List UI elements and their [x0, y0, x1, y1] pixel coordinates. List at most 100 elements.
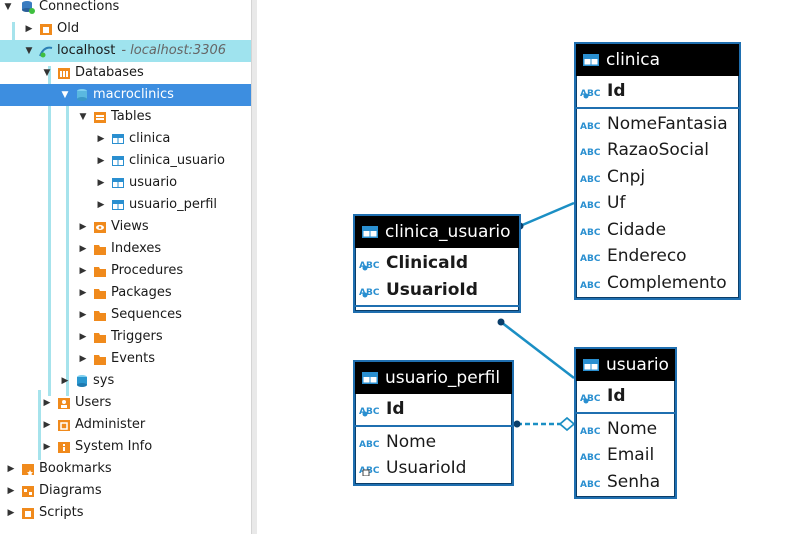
- tree-item-procedures[interactable]: ▶ Procedures: [0, 260, 251, 282]
- tree-label: Bookmarks: [39, 461, 112, 476]
- entity-header[interactable]: usuario: [576, 349, 675, 381]
- relation-clinica-link[interactable]: [519, 201, 575, 228]
- chevron-down-icon[interactable]: ▼: [4, 2, 12, 12]
- chevron-right-icon[interactable]: ▶: [79, 244, 87, 254]
- tree-item-bookmarks[interactable]: ▶ Bookmarks: [0, 458, 251, 480]
- key-text-icon: ABC: [580, 394, 601, 404]
- tree-item-macroclinics[interactable]: ▼ macroclinics: [0, 84, 251, 106]
- chevron-right-icon[interactable]: ▶: [25, 24, 33, 34]
- attribute-row[interactable]: ABC UsuarioId: [355, 277, 519, 304]
- entity-header[interactable]: usuario_perfil: [355, 362, 512, 394]
- attribute-name: Complemento: [607, 272, 727, 293]
- tree-item-administer[interactable]: ▶ Administer: [0, 414, 251, 436]
- attribute-name: UsuarioId: [386, 279, 478, 300]
- attribute-row[interactable]: ABC Uf: [576, 190, 739, 217]
- tree-item-localhost[interactable]: ▼ localhost- localhost:3306: [0, 40, 251, 62]
- chevron-right-icon[interactable]: ▶: [43, 442, 51, 452]
- chevron-right-icon[interactable]: ▶: [97, 200, 105, 210]
- tree-item-packages[interactable]: ▶ Packages: [0, 282, 251, 304]
- attribute-name: NomeFantasia: [607, 113, 728, 134]
- chevron-down-icon[interactable]: ▼: [79, 112, 87, 122]
- attributes-section: [355, 307, 519, 311]
- tree-item-sequences[interactable]: ▶ Sequences: [0, 304, 251, 326]
- chevron-right-icon[interactable]: ▶: [97, 156, 105, 166]
- tree-item-users[interactable]: ▶ Users: [0, 392, 251, 414]
- table-icon: [362, 372, 378, 384]
- chevron-right-icon[interactable]: ▶: [7, 486, 15, 496]
- panel-splitter[interactable]: [251, 0, 257, 534]
- chevron-right-icon[interactable]: ▶: [7, 508, 15, 518]
- tree-item-connections[interactable]: ▼ Connections: [0, 0, 251, 18]
- entity-header[interactable]: clinica_usuario: [355, 216, 519, 248]
- tree-item-tables[interactable]: ▼ Tables: [0, 106, 251, 128]
- tree-item-diagrams[interactable]: ▶ Diagrams: [0, 480, 251, 502]
- chevron-down-icon[interactable]: ▼: [61, 90, 69, 100]
- tree-item-table-usuario-perfil[interactable]: ▶ usuario_perfil: [0, 194, 251, 216]
- text-type-icon: ABC: [580, 201, 601, 211]
- database-icon: [77, 375, 87, 387]
- chevron-right-icon[interactable]: ▶: [97, 134, 105, 144]
- tree-label: usuario: [129, 175, 178, 190]
- chevron-right-icon[interactable]: ▶: [43, 398, 51, 408]
- chevron-right-icon[interactable]: ▶: [97, 178, 105, 188]
- attribute-row[interactable]: ABC Complemento: [576, 270, 739, 297]
- tree-label: usuario_perfil: [129, 197, 218, 212]
- text-type-icon: ABC: [359, 440, 380, 450]
- tree-item-events[interactable]: ▶ Events: [0, 348, 251, 370]
- chevron-right-icon[interactable]: ▶: [79, 310, 87, 320]
- entity-header[interactable]: clinica: [576, 44, 739, 76]
- text-type-icon: ABC: [580, 254, 601, 264]
- tree-item-scripts[interactable]: ▶ Scripts: [0, 502, 251, 524]
- chevron-right-icon[interactable]: ▶: [7, 464, 15, 474]
- attribute-name: Uf: [607, 193, 626, 213]
- chevron-right-icon[interactable]: ▶: [79, 332, 87, 342]
- text-type-icon: ABC: [580, 453, 601, 463]
- chevron-right-icon[interactable]: ▶: [79, 222, 87, 232]
- chevron-right-icon[interactable]: ▶: [79, 266, 87, 276]
- chevron-down-icon[interactable]: ▼: [43, 68, 51, 78]
- chevron-right-icon[interactable]: ▶: [61, 376, 69, 386]
- chevron-right-icon[interactable]: ▶: [79, 354, 87, 364]
- svg-text:ABC: ABC: [580, 201, 601, 211]
- tree-item-triggers[interactable]: ▶ Triggers: [0, 326, 251, 348]
- tree-item-indexes[interactable]: ▶ Indexes: [0, 238, 251, 260]
- tree-item-table-usuario[interactable]: ▶ usuario: [0, 172, 251, 194]
- tree-item-databases[interactable]: ▼ Databases: [0, 62, 251, 84]
- tree-label: System Info: [75, 439, 153, 454]
- tree-item-old[interactable]: ▶ Old: [0, 18, 251, 40]
- table-icon: [583, 54, 599, 66]
- tree-item-table-clinica[interactable]: ▶ clinica: [0, 128, 251, 150]
- tree-item-table-clinica-usuario[interactable]: ▶ clinica_usuario: [0, 150, 251, 172]
- tree-item-system-info[interactable]: ▶ System Info: [0, 436, 251, 458]
- chevron-right-icon[interactable]: ▶: [43, 420, 51, 430]
- chevron-right-icon[interactable]: ▶: [79, 288, 87, 298]
- svg-text:ABC: ABC: [580, 281, 601, 291]
- entity-title: usuario_perfil: [385, 368, 501, 388]
- tree-item-sys[interactable]: ▶ sys: [0, 370, 251, 392]
- chevron-down-icon[interactable]: ▼: [25, 46, 33, 56]
- tree-label: sys: [93, 373, 115, 388]
- svg-text:ABC: ABC: [359, 288, 380, 298]
- database-icon: [77, 89, 87, 101]
- tree-item-views[interactable]: ▶ Views: [0, 216, 251, 238]
